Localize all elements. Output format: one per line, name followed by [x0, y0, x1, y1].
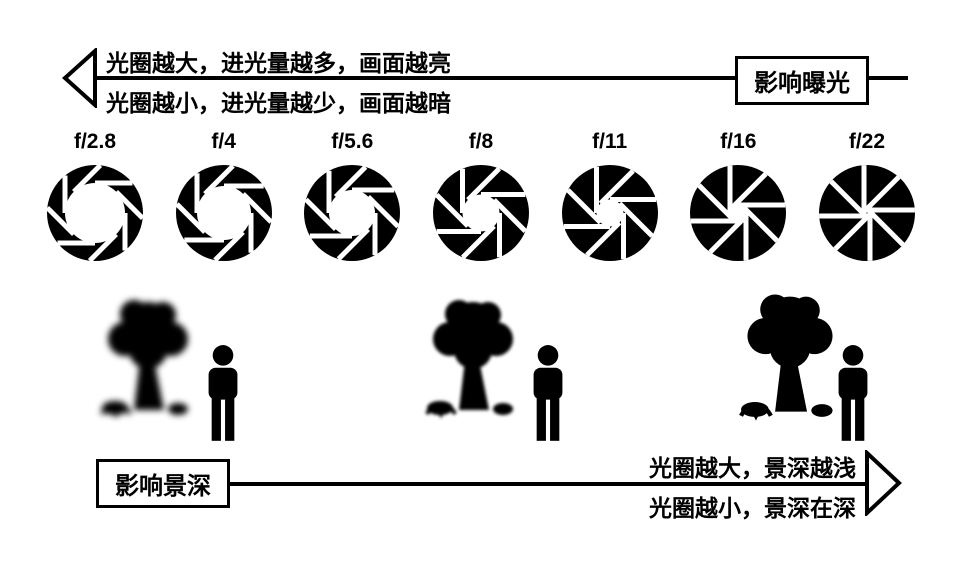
aperture-row: f/2.8 f/4 f/5.6 f/8 f/11 f/16 f/22 — [42, 130, 920, 263]
dof-box: 影响景深 — [96, 459, 230, 508]
aperture-blades-icon — [432, 165, 529, 261]
aperture-blades-icon — [561, 165, 658, 261]
exposure-text-brighter: 光圈越大，进光量越多，画面越亮 — [106, 50, 451, 76]
exposure-arrow-line — [92, 76, 908, 80]
aperture-blades-icon — [304, 165, 401, 261]
aperture-item: f/16 — [685, 130, 791, 263]
semi-blurred-tree-icon — [413, 292, 533, 432]
person-icon — [822, 344, 884, 447]
dof-text-deep: 光圈越小，景深在深 — [649, 495, 856, 521]
aperture-item: f/22 — [814, 130, 920, 263]
aperture-blades-icon — [690, 165, 787, 261]
aperture-blades-icon — [174, 164, 273, 262]
exposure-text-darker: 光圈越小，进光量越少，画面越暗 — [106, 90, 451, 116]
aperture-item: f/4 — [171, 130, 277, 263]
left-arrowhead-icon — [62, 48, 97, 108]
exposure-box: 影响曝光 — [735, 56, 869, 105]
person-icon — [517, 344, 579, 447]
aperture-blades-icon — [45, 163, 145, 263]
aperture-blades-icon — [818, 165, 915, 261]
aperture-fstop-label: f/16 — [720, 130, 757, 153]
blurred-tree-icon — [88, 292, 208, 432]
aperture-item: f/8 — [428, 130, 534, 263]
dof-text-shallow: 光圈越大，景深越浅 — [649, 455, 856, 481]
aperture-fstop-label: f/5.6 — [331, 130, 374, 153]
dof-arrow-line — [150, 482, 866, 486]
aperture-fstop-label: f/4 — [211, 130, 236, 153]
dof-scene-medium — [405, 292, 640, 460]
aperture-fstop-label: f/11 — [592, 130, 628, 153]
person-icon — [192, 344, 254, 447]
aperture-item: f/5.6 — [299, 130, 405, 263]
aperture-item: f/2.8 — [42, 130, 148, 263]
aperture-fstop-label: f/2.8 — [73, 130, 117, 153]
right-arrowhead-icon — [865, 450, 902, 516]
aperture-item: f/11 — [557, 130, 663, 263]
aperture-fstop-label: f/22 — [848, 130, 886, 153]
dof-scene-shallow — [80, 292, 315, 460]
dof-scene-deep — [718, 286, 953, 454]
aperture-fstop-label: f/8 — [468, 130, 494, 153]
